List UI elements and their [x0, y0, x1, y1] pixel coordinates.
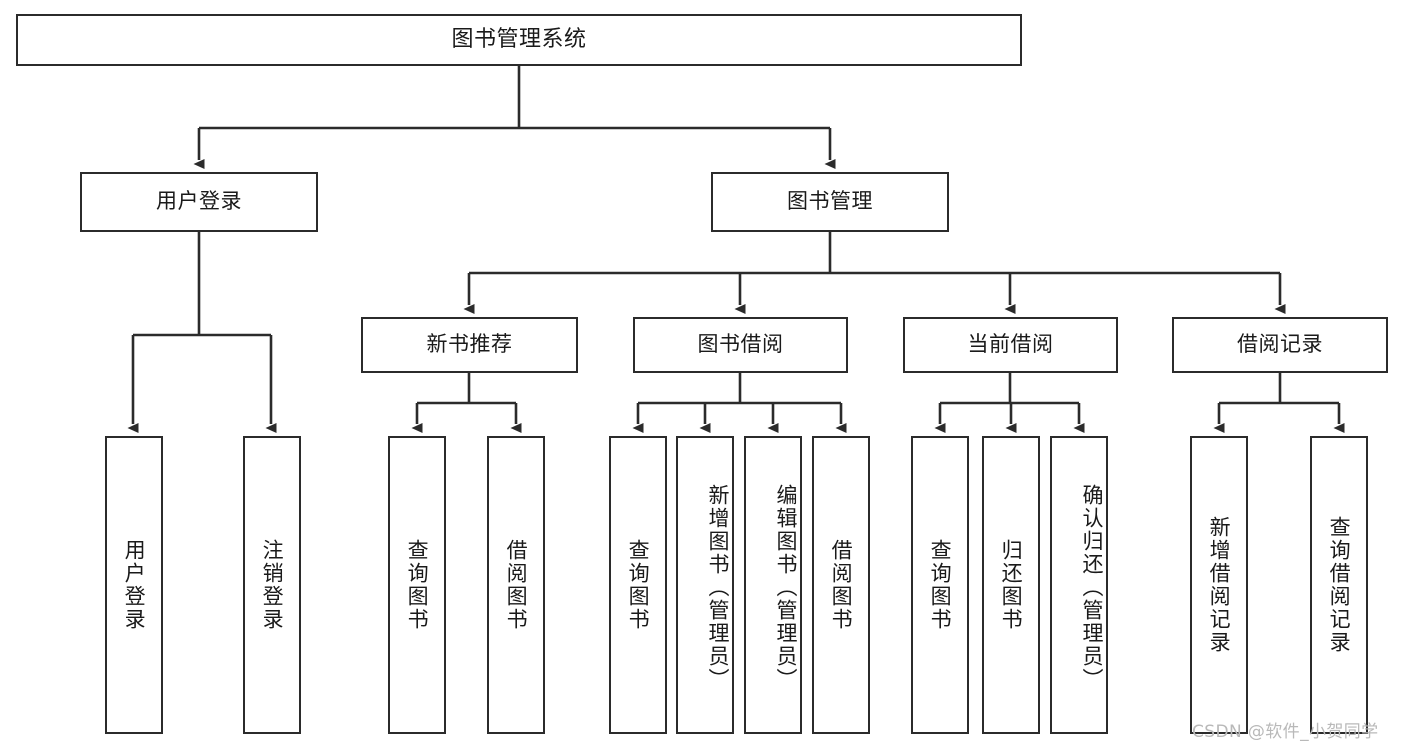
- node-new-book-recommend-label: 新书推荐: [426, 332, 513, 357]
- node-book-borrow[interactable]: 图书借阅: [633, 317, 848, 373]
- leaf-label: 新增借阅记录: [1207, 516, 1232, 654]
- leaf-return-book[interactable]: 归还图书: [982, 436, 1040, 734]
- leaf-label: 查询图书: [626, 539, 651, 631]
- leaf-edit-book-admin[interactable]: 编辑图书（管理员）: [744, 436, 802, 734]
- leaf-borrow-book-1[interactable]: 借阅图书: [487, 436, 545, 734]
- leaf-label: 用户登录: [122, 539, 147, 631]
- node-current-borrow-label: 当前借阅: [967, 332, 1054, 357]
- leaf-label: 编辑图书（管理员）: [774, 483, 798, 691]
- leaf-query-book-3[interactable]: 查询图书: [911, 436, 969, 734]
- leaf-query-book-1[interactable]: 查询图书: [388, 436, 446, 734]
- leaf-label: 查询图书: [405, 539, 430, 631]
- csdn-watermark: CSDN @软件_小贺同学: [1192, 722, 1379, 742]
- node-new-book-recommend[interactable]: 新书推荐: [361, 317, 578, 373]
- node-book-borrow-label: 图书借阅: [697, 332, 784, 357]
- node-book-management-label: 图书管理: [787, 189, 873, 214]
- leaf-label: 查询借阅记录: [1327, 516, 1352, 654]
- node-root-label: 图书管理系统: [451, 26, 587, 52]
- leaf-label: 查询图书: [928, 539, 953, 631]
- leaf-confirm-return-admin[interactable]: 确认归还（管理员）: [1050, 436, 1108, 734]
- node-user-login[interactable]: 用户登录: [80, 172, 318, 232]
- node-borrow-record[interactable]: 借阅记录: [1172, 317, 1388, 373]
- leaf-borrow-book-2[interactable]: 借阅图书: [812, 436, 870, 734]
- node-user-login-label: 用户登录: [156, 189, 242, 214]
- leaf-add-borrow-record[interactable]: 新增借阅记录: [1190, 436, 1248, 734]
- leaf-label: 归还图书: [999, 539, 1024, 631]
- node-borrow-record-label: 借阅记录: [1237, 332, 1323, 357]
- leaf-user-login[interactable]: 用户登录: [105, 436, 163, 734]
- node-root[interactable]: 图书管理系统: [16, 14, 1022, 66]
- leaf-label: 注销登录: [260, 539, 285, 631]
- leaf-label: 确认归还（管理员）: [1080, 483, 1104, 691]
- leaf-label: 新增图书（管理员）: [706, 483, 730, 691]
- leaf-query-book-2[interactable]: 查询图书: [609, 436, 667, 734]
- node-current-borrow[interactable]: 当前借阅: [903, 317, 1118, 373]
- leaf-logout[interactable]: 注销登录: [243, 436, 301, 734]
- leaf-query-borrow-record[interactable]: 查询借阅记录: [1310, 436, 1368, 734]
- leaf-label: 借阅图书: [829, 539, 854, 631]
- leaf-label: 借阅图书: [504, 539, 529, 631]
- node-book-management[interactable]: 图书管理: [711, 172, 949, 232]
- leaf-add-book-admin[interactable]: 新增图书（管理员）: [676, 436, 734, 734]
